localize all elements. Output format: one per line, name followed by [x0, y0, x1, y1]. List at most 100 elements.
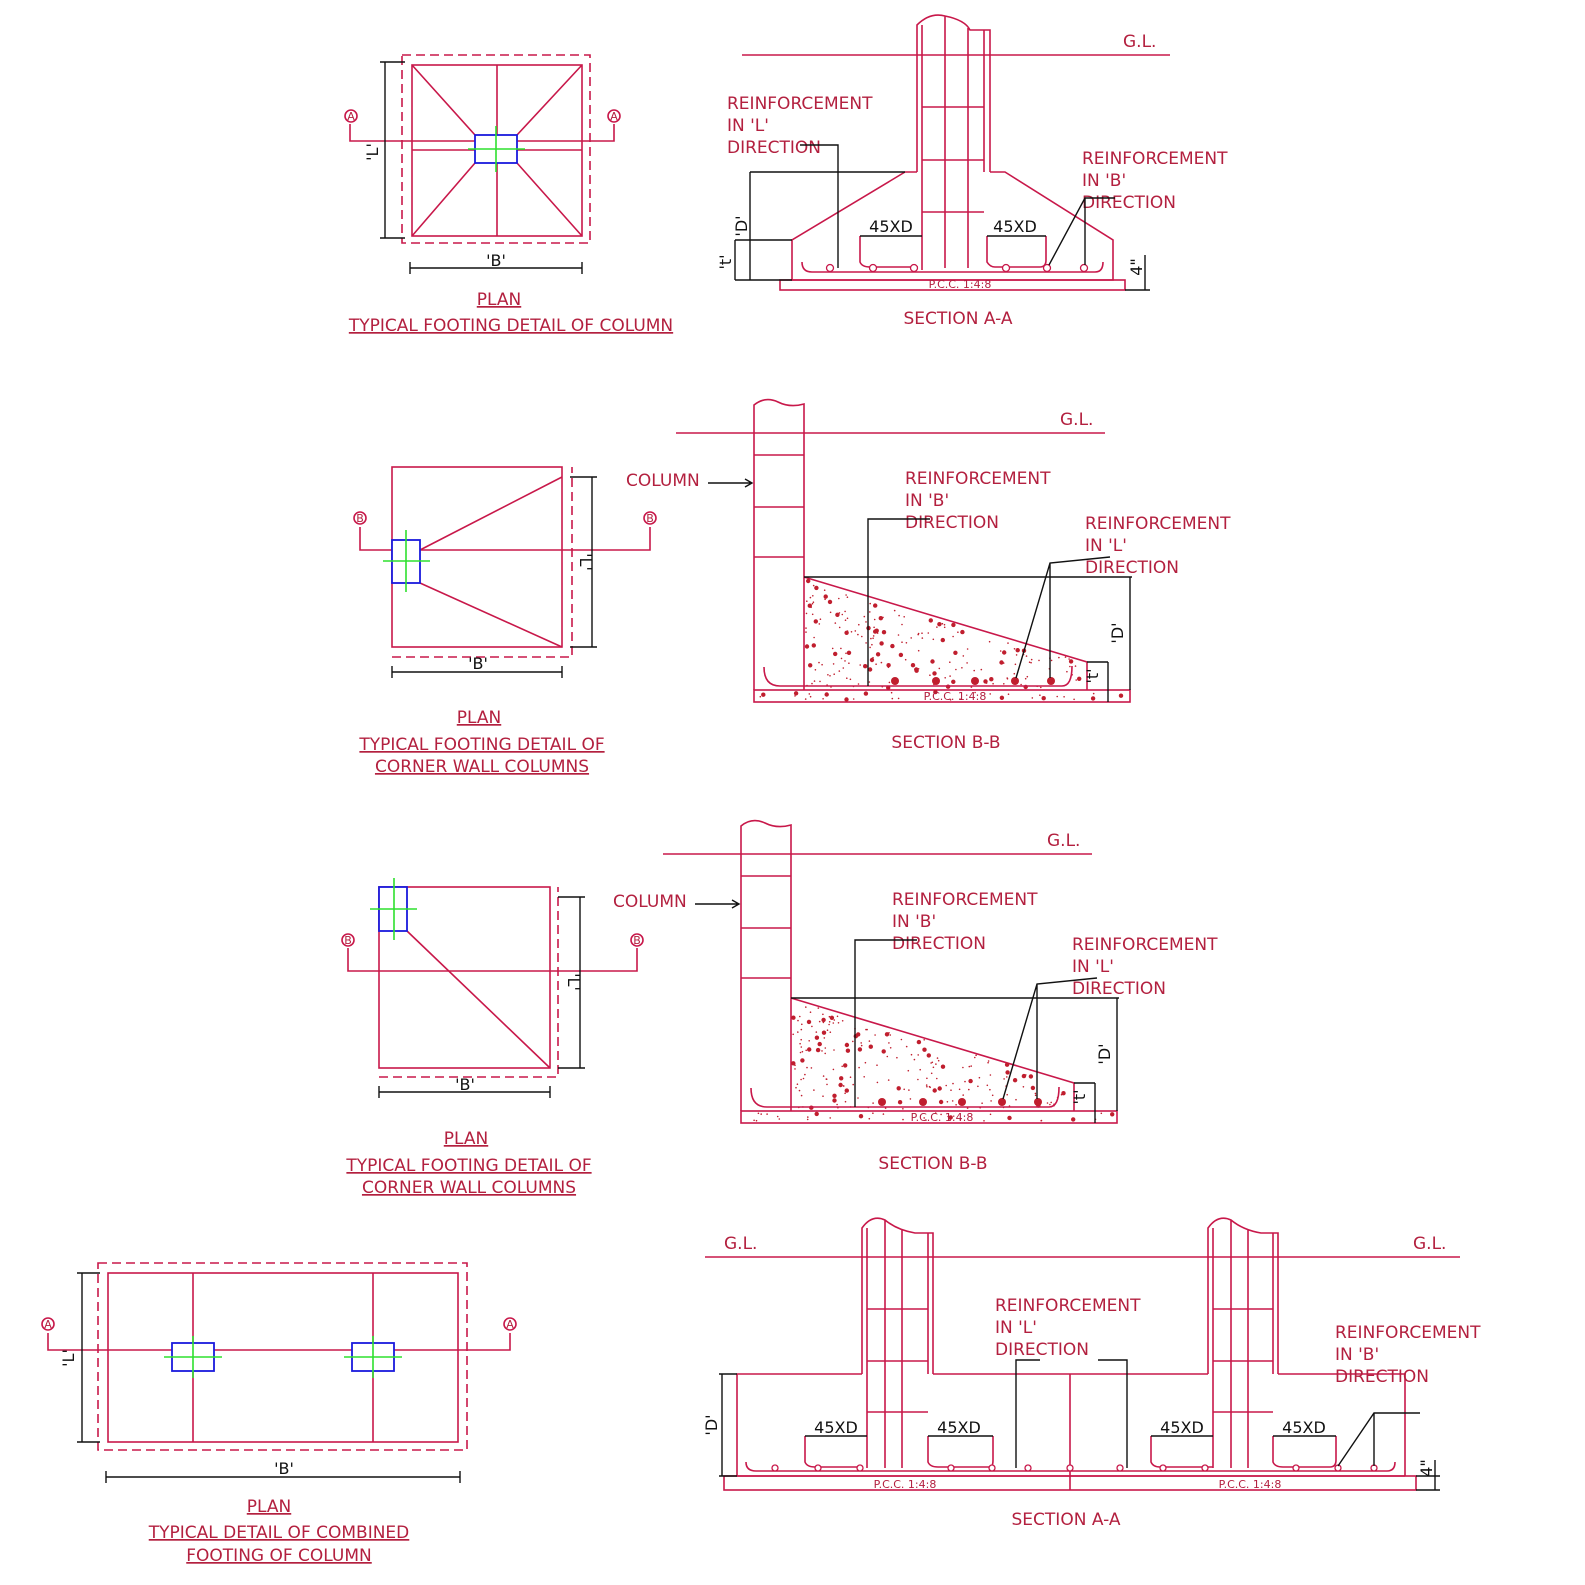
- hatch-dot: [1074, 665, 1077, 667]
- column-2: [1207, 1217, 1279, 1468]
- hatch-dot: [861, 635, 863, 638]
- hatch-dot: [940, 1064, 946, 1069]
- hatch-dot: [882, 616, 884, 619]
- hatch-dot: [845, 1048, 851, 1053]
- hatch-dot: [833, 1019, 836, 1021]
- leader-l: [1002, 977, 1098, 1100]
- dim-b: 'B': [468, 654, 488, 673]
- hatch-dot: [1021, 1073, 1027, 1079]
- hatch-dot: [886, 663, 891, 668]
- hatch-dot: [923, 1117, 925, 1119]
- hatch-dot: [865, 642, 867, 644]
- footing-outline: [378, 886, 551, 1069]
- hatch-dot: [844, 619, 847, 621]
- hatch-dot: [868, 1044, 873, 1049]
- hatch-dot: [952, 635, 954, 638]
- column-1: [861, 1217, 934, 1468]
- hatch-dot: [1006, 677, 1008, 679]
- hatch-dot: [833, 673, 835, 675]
- hatch-dot: [980, 668, 983, 671]
- leader-l: [1015, 556, 1111, 679]
- hatch-dot: [1007, 642, 1009, 644]
- hatch-dot: [795, 1086, 797, 1089]
- hatch-dot: [796, 1083, 799, 1085]
- hatch-dot: [1056, 695, 1058, 698]
- hatch-dot: [865, 1028, 867, 1031]
- footing-outline-dashed: [97, 1262, 468, 1451]
- hatch-dot: [962, 1066, 964, 1069]
- hatch-dot: [931, 1061, 934, 1064]
- hatch-dot: [804, 644, 810, 649]
- section-a-a-isolated: G.L. P.C.C. 1:4:8 45XD 45XD 'D' 't' 4" R…: [716, 14, 1228, 329]
- hatch-dot: [810, 1067, 813, 1069]
- hatch-dot: [838, 1082, 843, 1088]
- hatch-dot: [863, 664, 868, 669]
- hatch-dot: [846, 650, 852, 655]
- hatch-dot: [903, 1088, 905, 1091]
- hatch-dot: [824, 598, 826, 601]
- hatch-dot: [917, 1054, 919, 1056]
- hatch-dot: [898, 614, 900, 617]
- slope-lines: [419, 476, 563, 648]
- dim-d: 'D': [702, 1414, 721, 1435]
- hatch-dot: [822, 1013, 824, 1016]
- hatch-dot: [868, 1117, 871, 1120]
- hatch-dot: [1030, 661, 1032, 664]
- hatch-dot: [828, 1021, 831, 1023]
- hatch-dot: [958, 1088, 961, 1091]
- hatch-dot: [817, 1007, 820, 1009]
- hatch-dot: [845, 652, 847, 655]
- section-marker-right: [643, 511, 657, 525]
- pcc-label: P.C.C. 1:4:8: [929, 278, 992, 291]
- hatch-dot: [818, 1020, 821, 1023]
- hatch-dot: [1022, 1086, 1025, 1088]
- section-marker-left: [41, 1317, 55, 1331]
- section-marker-right: [630, 933, 644, 947]
- hatch-dot: [981, 1102, 983, 1104]
- hatch-dot: [1024, 677, 1027, 680]
- lap-label: 45XD: [1282, 1418, 1326, 1437]
- hatch-dot: [845, 594, 847, 596]
- dim-4in: 4": [1127, 258, 1146, 276]
- hatch-dot: [968, 1065, 971, 1068]
- hatch-dot: [811, 643, 816, 648]
- hatch-dot: [875, 652, 881, 657]
- hatch-dot: [991, 1094, 994, 1097]
- hatch-dot: [760, 1113, 762, 1115]
- hatch-dot: [838, 612, 841, 614]
- pcc-bed: [779, 279, 1126, 291]
- hatch-dot: [753, 1119, 755, 1122]
- column-centerline: [383, 530, 430, 592]
- leader-b: [1337, 1412, 1420, 1467]
- hatch-dot: [806, 1066, 808, 1069]
- hatch-dot: [863, 1076, 865, 1078]
- reinforcement-bar: [763, 665, 1073, 687]
- hatch-dot: [800, 1078, 802, 1081]
- hatch-dot: [832, 1068, 835, 1071]
- section-title: SECTION B-B: [891, 733, 1000, 753]
- hatch-dot: [905, 642, 908, 644]
- hatch-dot: [867, 667, 873, 672]
- hatch-dot: [800, 1028, 803, 1031]
- hatch-dot: [811, 602, 814, 605]
- hatch-dot: [898, 652, 904, 658]
- hatch-dot: [975, 1054, 977, 1057]
- column-arrow: [708, 478, 754, 488]
- hatch-dot: [829, 1117, 831, 1119]
- hatch-dot: [794, 695, 796, 697]
- hatch-dot: [959, 698, 961, 700]
- hatch-dot: [1039, 694, 1041, 696]
- footing-outline-dashed: [392, 467, 573, 658]
- section-marker-label: B: [344, 934, 352, 947]
- hatch-dot: [840, 647, 842, 650]
- hatch-dot: [938, 667, 941, 670]
- hatch-dot: [833, 1049, 835, 1051]
- section-marker-right: [503, 1317, 517, 1331]
- hatch-dot: [989, 677, 994, 682]
- hatch-dot: [1090, 696, 1096, 701]
- lap-label: 45XD: [869, 217, 913, 236]
- hatch-dot: [917, 668, 920, 670]
- hatch-dot: [974, 691, 976, 694]
